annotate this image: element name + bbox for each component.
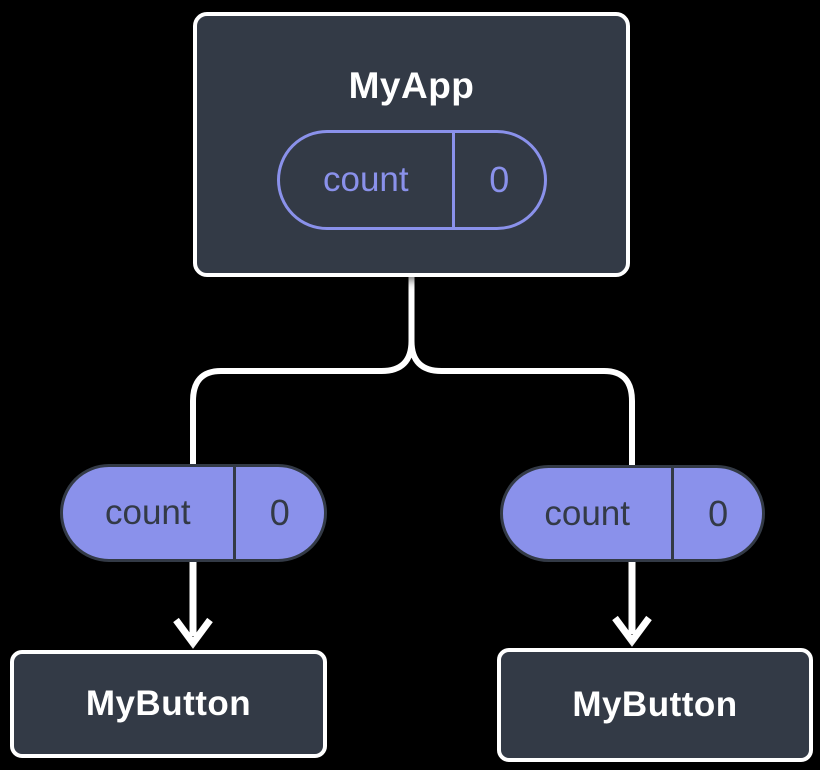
left-child-component-node: MyButton xyxy=(10,650,327,758)
right-child-component-node: MyButton xyxy=(497,648,813,762)
left-child-component-title: MyButton xyxy=(85,684,252,723)
right-child-component-title: MyButton xyxy=(572,685,738,724)
connector-left-branch xyxy=(190,275,415,466)
arrowhead-right xyxy=(612,615,652,647)
arrowhead-left xyxy=(173,617,213,649)
right-prop-pill: count 0 xyxy=(500,465,765,562)
arrow-left-down xyxy=(173,559,213,649)
left-prop-pill-label: count xyxy=(63,467,236,559)
connector-right-branch xyxy=(408,275,635,466)
parent-component-node: MyApp count 0 xyxy=(193,12,630,277)
parent-state-pill: count 0 xyxy=(277,130,547,230)
state-pill-label: count xyxy=(280,133,455,227)
arrow-right-down xyxy=(612,559,652,647)
parent-component-title: MyApp xyxy=(348,65,475,106)
right-prop-pill-value: 0 xyxy=(708,492,729,534)
state-pill-value: 0 xyxy=(489,159,510,200)
right-prop-pill-label: count xyxy=(503,468,675,559)
left-prop-pill: count 0 xyxy=(60,464,327,562)
left-prop-pill-value: 0 xyxy=(269,492,290,533)
